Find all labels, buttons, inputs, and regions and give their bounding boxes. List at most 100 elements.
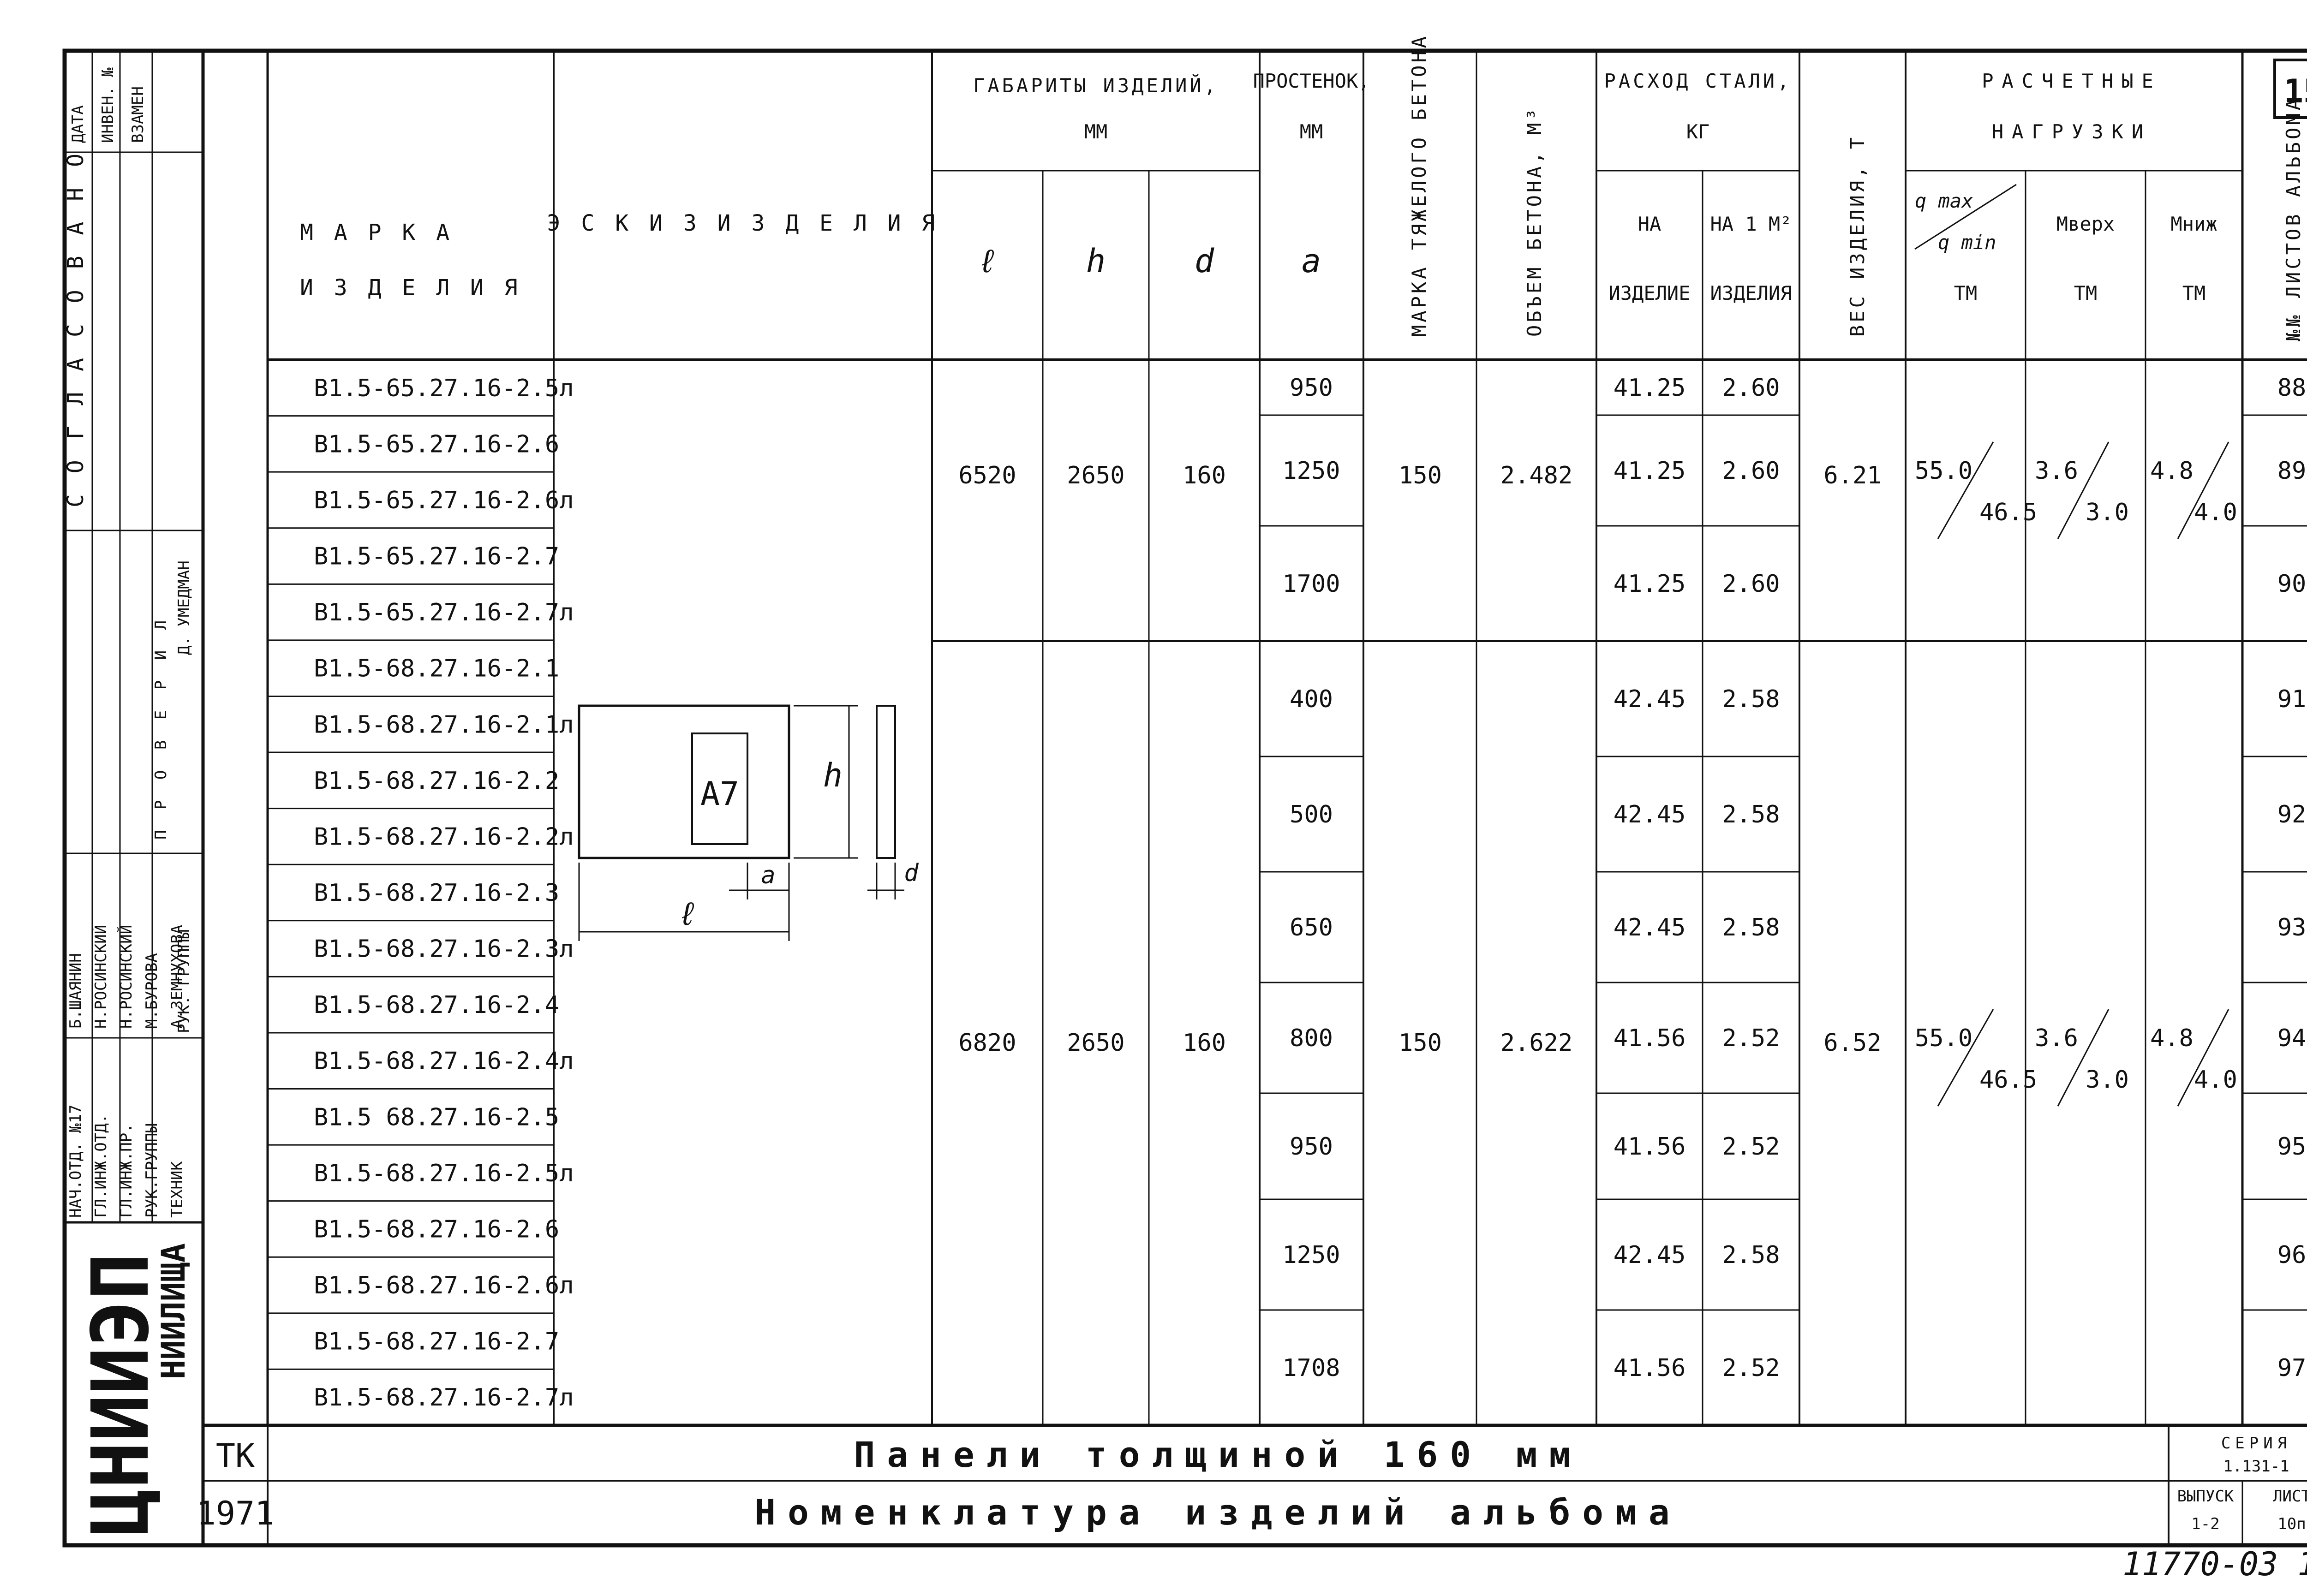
steel-m2-cell: 2.60 — [1722, 374, 1780, 402]
margin-agreed: С О Г Л А С О В А Н О — [63, 150, 89, 507]
header-steel: РАСХОД СТАЛИ, — [1604, 70, 1792, 92]
mark-cell: В1.5-68.27.16-2.6 — [314, 1215, 559, 1243]
fraction-slash — [1937, 1009, 1994, 1107]
mtop1-cell: 3.6 — [2035, 1024, 2078, 1052]
margin-name: М.БУРОВА — [143, 953, 161, 1029]
header-loads: РАСЧЕТНЫЕ — [1982, 70, 2162, 92]
header-dims-unit: ММ — [1084, 120, 1108, 143]
header-steel-item-2: ИЗДЕЛИЕ — [1608, 282, 1690, 304]
issue-value: 1-2 — [2191, 1515, 2219, 1533]
header-volume: ОБЪЕМ БЕТОНА, М³ — [1523, 106, 1546, 337]
wall-a-cell: 950 — [1290, 1133, 1333, 1161]
margin-role: ТЕХНИК — [168, 1161, 186, 1218]
weight-cell: 6.52 — [1823, 1029, 1881, 1057]
header-m-top: Мверх — [2056, 213, 2115, 235]
header-q-slash — [1914, 184, 2017, 250]
sheet-number-cell: 96 — [2277, 1241, 2307, 1269]
header-sketch: Э С К И З И З Д Е Л И Я — [547, 210, 939, 236]
steel-m2-cell: 2.58 — [1722, 1241, 1780, 1269]
mark-cell: В1.5-65.27.16-2.6 — [314, 430, 559, 458]
header-dim-d: d — [1195, 242, 1214, 280]
margin-replace: ВЗАМЕН — [129, 86, 147, 143]
wall-a-cell: 400 — [1290, 685, 1333, 713]
steel-item-cell: 41.56 — [1614, 1133, 1686, 1161]
steel-item-cell: 41.25 — [1614, 374, 1686, 402]
concrete-grade-cell: 150 — [1399, 1029, 1442, 1057]
mark-cell: В1.5 68.27.16-2.5 — [314, 1103, 559, 1131]
header-steel-m2: НА 1 М² — [1710, 213, 1792, 235]
mark-cell: В1.5-68.27.16-2.3 — [314, 879, 559, 907]
header-q-unit: ТМ — [1954, 282, 1978, 304]
margin-name: Н.РОСИНСКИЙ — [91, 925, 110, 1029]
mbot2-cell: 4.0 — [2194, 499, 2237, 526]
sheet-number-cell: 90 — [2277, 570, 2307, 598]
fraction-slash — [2177, 441, 2229, 539]
dim-d-cell: 160 — [1183, 462, 1226, 489]
steel-item-cell: 42.45 — [1614, 914, 1686, 941]
series-value: 1.131-1 — [2223, 1457, 2289, 1476]
mbot1-cell: 4.8 — [2150, 1024, 2193, 1052]
steel-item-cell: 41.25 — [1614, 570, 1686, 598]
mark-cell: В1.5-68.27.16-2.7л — [314, 1384, 574, 1411]
header-concrete-grade: МАРКА ТЯЖЕЛОГО БЕТОНА — [1408, 34, 1430, 337]
steel-m2-cell: 2.58 — [1722, 685, 1780, 713]
wall-a-cell: 800 — [1290, 1024, 1333, 1052]
footer-stamp: 11770-03 16 — [2122, 1545, 2307, 1583]
steel-m2-cell: 2.52 — [1722, 1354, 1780, 1382]
margin-role: ГЛ.ИНЖ.ПР. — [117, 1123, 136, 1218]
sheet-number-cell: 97 — [2277, 1354, 2307, 1382]
header-steel-m2-2: ИЗДЕЛИЯ — [1710, 282, 1792, 304]
margin-name: Н.РОСИНСКИЙ — [117, 925, 136, 1029]
qmin-cell: 46.5 — [1979, 1066, 2037, 1094]
steel-m2-cell: 2.60 — [1722, 570, 1780, 598]
header-wall: ПРОСТЕНОК, — [1253, 70, 1370, 92]
sheet-number-cell: 95 — [2277, 1133, 2307, 1161]
margin-role: НАЧ.ОТД. №17 — [66, 1104, 85, 1218]
margin-role: РУК.ГРУППЫ — [143, 1123, 161, 1218]
sketch-dim-d: d — [904, 859, 919, 887]
title-code: ТК — [216, 1437, 255, 1475]
mark-cell: В1.5-68.27.16-2.7 — [314, 1328, 559, 1356]
header-dim-l: ℓ — [978, 242, 997, 280]
header-sheets: №№ ЛИСТОВ АЛЬБОМА — [2282, 96, 2305, 341]
dim-l-cell: 6520 — [958, 462, 1016, 489]
sheet-number-cell: 92 — [2277, 801, 2307, 828]
header-steel-item: НА — [1638, 213, 1662, 235]
mark-cell: В1.5-68.27.16-2.5л — [314, 1160, 574, 1187]
mark-cell: В1.5-68.27.16-2.2 — [314, 767, 559, 795]
header-q-min: q min — [1938, 231, 1996, 254]
sheet-number-cell: 88 — [2277, 374, 2307, 402]
marks-column: В1.5-65.27.16-2.5лВ1.5-65.27.16-2.6В1.5-… — [314, 375, 574, 1411]
steel-item-cell: 41.56 — [1614, 1354, 1686, 1382]
header-loads-2: НАГРУЗКИ — [1992, 120, 2152, 143]
sketch-dim-l: ℓ — [678, 895, 697, 933]
sheet-value: 10п — [2277, 1515, 2306, 1533]
steel-item-cell: 42.45 — [1614, 1241, 1686, 1269]
header-q: q max — [1915, 190, 1973, 212]
sheet-label: ЛИСТ — [2273, 1487, 2307, 1506]
qmax-cell: 55.0 — [1915, 457, 1972, 485]
sheet-number-cell: 91 — [2277, 685, 2307, 713]
mark-cell: В1.5-65.27.16-2.6л — [314, 487, 574, 514]
dim-h-cell: 2650 — [1067, 1029, 1124, 1057]
sheet-number-cell: 89 — [2277, 457, 2307, 485]
header-wall-a: a — [1302, 242, 1321, 280]
steel-item-cell: 41.56 — [1614, 1024, 1686, 1052]
sketch-dim-a: a — [761, 862, 775, 889]
margin-roles: НАЧ.ОТД. №17 ГЛ.ИНЖ.ОТД. ГЛ.ИНЖ.ПР. РУК.ГРУ… — [66, 925, 186, 1218]
mark-cell: В1.5-68.27.16-2.6л — [314, 1272, 574, 1299]
mark-cell: В1.5-68.27.16-2.4л — [314, 1048, 574, 1075]
mark-cell: В1.5-68.27.16-2.3л — [314, 935, 574, 963]
header-steel-unit: КГ — [1686, 120, 1710, 143]
margin-role: ГЛ.ИНЖ.ОТД. — [92, 1114, 110, 1218]
mtop2-cell: 3.0 — [2086, 1066, 2129, 1094]
fraction-slash — [1937, 441, 1994, 539]
volume-cell: 2.622 — [1500, 1029, 1573, 1057]
sketch-dim-h: h — [823, 756, 843, 794]
title-year: 1971 — [197, 1495, 275, 1532]
mark-row-lines — [268, 415, 554, 1370]
dim-h-cell: 2650 — [1067, 462, 1124, 489]
margin-checker-name: Д. УМЕДМАН — [175, 560, 193, 655]
series-label: СЕРИЯ — [2221, 1434, 2291, 1453]
margin-name: Б.ШАЯНИН — [66, 953, 85, 1029]
